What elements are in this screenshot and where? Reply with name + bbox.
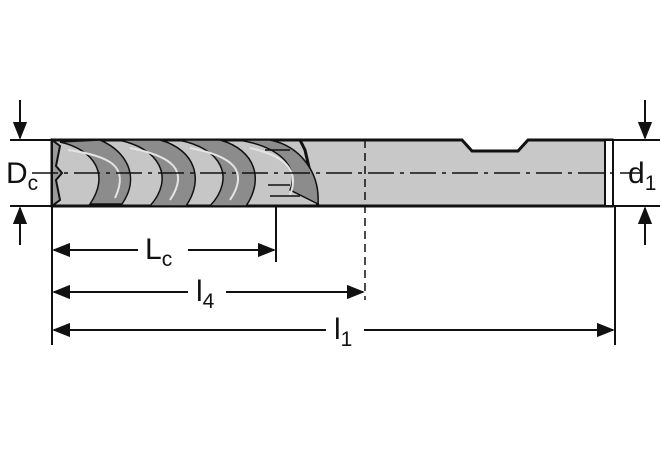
flute-section: [50, 138, 320, 208]
label-l1: l1: [334, 313, 352, 351]
label-d1: d1: [628, 157, 656, 195]
label-lc: Lc: [145, 233, 172, 271]
end-mill-body: [32, 138, 640, 300]
flute-1: [59, 139, 132, 205]
extension-lines: [10, 139, 660, 345]
label-l4: l4: [196, 275, 215, 313]
label-dc: Dc: [6, 157, 38, 195]
